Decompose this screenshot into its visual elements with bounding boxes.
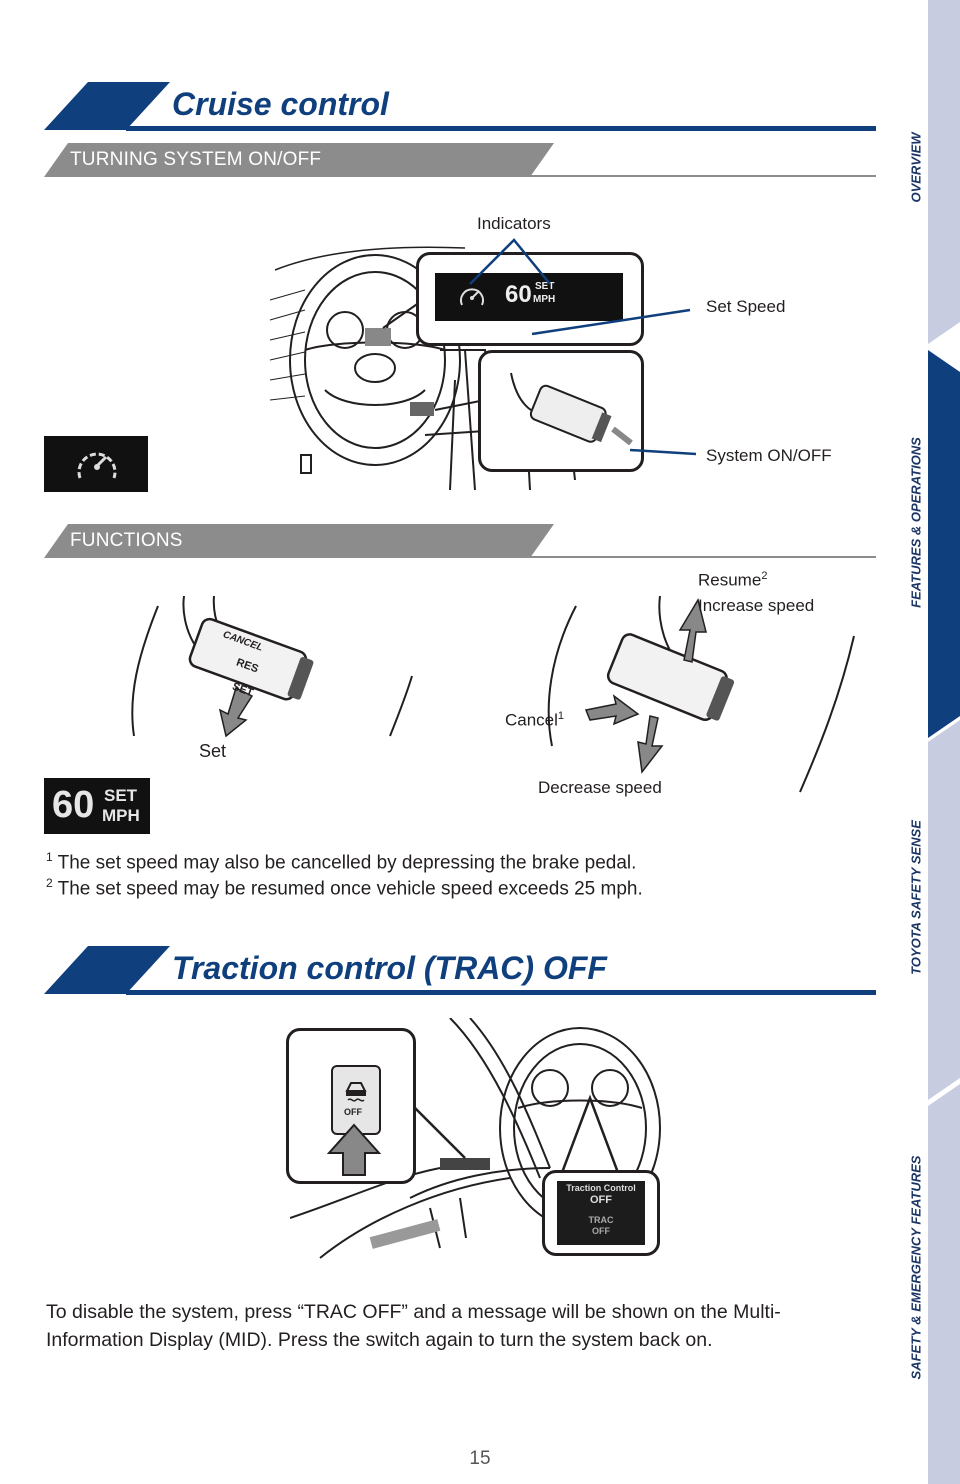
mid-speed-value: 60 [505,281,532,308]
trac-switch-label: OFF [344,1107,362,1117]
tab-safety-emergency[interactable]: SAFETY & EMERGENCY FEATURES [908,1155,924,1380]
display-mph-text: MPH [102,806,140,825]
press-arrow-icon [327,1123,381,1176]
lever-set-illustration [131,596,413,738]
header-band [44,82,876,131]
indicators-pointer [469,238,551,285]
mid-line-2: OFF [590,1194,612,1206]
resume-footnote-ref: 2 [761,570,768,582]
cruise-control-title: Cruise control [172,86,389,122]
cruise-indicator-icon [460,288,484,306]
turning-system-subheader: TURNING SYSTEM ON/OFF [44,143,876,179]
footnote-2-number: 2 [46,876,53,890]
cancel-label: Cancel1 [505,710,564,731]
footnote-2-text: The set speed may be resumed once vehicl… [52,878,643,900]
turning-system-label: TURNING SYSTEM ON/OFF [70,149,322,170]
trac-off-title: Traction control (TRAC) OFF [172,950,607,986]
system-onoff-pointer [629,448,697,456]
page-number: 15 [469,1448,491,1469]
cruise-indicator-panel [44,436,148,492]
cruise-lever-small [510,372,633,446]
trac-mid-display: Traction Control OFF TRAC OFF [557,1181,645,1245]
footnote-1-number: 1 [46,850,53,864]
tab-overview[interactable]: OVERVIEW [908,132,924,203]
cancel-text: Cancel [505,710,558,730]
cruise-main-icon [77,452,117,479]
mid-set-text: SET [535,281,555,292]
trac-instructions: To disable the system, press “TRAC OFF” … [46,1301,781,1351]
header-band [44,946,876,995]
increase-speed-label: Increase speed [698,596,815,615]
trac-switch-callout: OFF [286,1028,416,1184]
mid-line-1: Traction Control [566,1183,636,1193]
functions-label: FUNCTIONS [70,530,183,551]
lever-functions-illustration [547,596,855,793]
set-function-label: Set [199,741,227,761]
steering-wheel-illustration [269,246,576,490]
footnote-2: 2 The set speed may be resumed once vehi… [46,876,643,900]
mid-mph-text: MPH [533,294,556,305]
set-speed-label: Set Speed [706,297,786,316]
trac-off-header: Traction control (TRAC) OFF [44,946,876,996]
display-speed-value: 60 [52,784,95,826]
set-speed-pointer [531,308,691,336]
decrease-speed-label: Decrease speed [538,778,662,797]
system-onoff-label: System ON/OFF [706,446,832,465]
functions-subheader: FUNCTIONS [44,524,876,560]
skid-car-icon [345,1082,367,1102]
tab-toyota-safety-sense[interactable]: TOYOTA SAFETY SENSE [908,820,924,975]
mid-line-4: OFF [592,1226,610,1236]
footnote-1-text: The set speed may also be cancelled by d… [52,852,637,874]
trac-off-switch[interactable]: OFF [331,1065,381,1135]
resume-label: Resume2 [698,570,767,591]
lever-callout [478,350,644,472]
side-tabs [928,0,960,1484]
mid-display: 60 SET MPH [435,273,623,321]
footnote-1: 1 The set speed may also be cancelled by… [46,850,636,874]
subheader-band [44,524,876,558]
cruise-control-header: Cruise control [44,82,876,132]
resume-text: Resume [698,570,762,590]
indicators-label: Indicators [477,214,551,233]
mid-callout: 60 SET MPH [416,252,644,346]
mid-line-3: TRAC [588,1215,614,1225]
cancel-footnote-ref: 1 [557,710,565,722]
subheader-band [44,143,876,177]
set-speed-display: 60 SET MPH [44,778,150,834]
tab-features-operations[interactable]: FEATURES & OPERATIONS [908,437,924,608]
trac-mid-callout: Traction Control OFF TRAC OFF [542,1170,660,1256]
display-set-text: SET [104,786,138,805]
